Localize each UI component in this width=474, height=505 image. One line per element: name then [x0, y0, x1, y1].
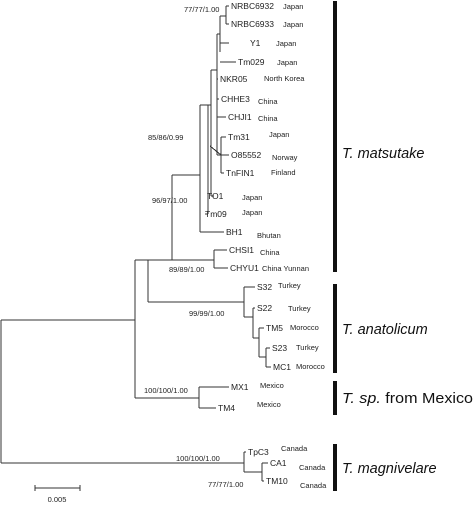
taxon-label: Tm31: [228, 132, 250, 142]
country-label: Morocco: [296, 362, 325, 371]
taxon-label: CHJI1: [228, 112, 252, 122]
country-label: North Korea: [264, 74, 305, 83]
country-label: Mexico: [257, 400, 281, 409]
taxon-label: TM4: [218, 403, 235, 413]
country-label: China: [258, 97, 278, 106]
clade-label-italic: T. sp.: [342, 391, 381, 407]
scale-bar: 0.005: [34, 485, 81, 504]
taxon-label: Tm09: [205, 209, 227, 219]
clade-label-matsutake: T. matsutake: [342, 146, 424, 162]
support-label: 100/100/1.00: [144, 386, 188, 395]
taxon-label: NKR05: [220, 74, 248, 84]
taxon-label: TnFIN1: [226, 168, 255, 178]
clade-labels: T. matsutake T. anatolicum T. sp. from M…: [342, 146, 473, 477]
scale-bar-label: 0.005: [48, 495, 67, 504]
support-label: 100/100/1.00: [176, 454, 220, 463]
taxon-label: TO1: [207, 191, 224, 201]
country-label: Japan: [276, 39, 296, 48]
taxon-label: Tm029: [238, 57, 265, 67]
taxon-label: CHYU1: [230, 263, 259, 273]
taxon-label: S32: [257, 282, 272, 292]
country-label: China: [258, 114, 278, 123]
clade-label-italic: T. matsutake: [342, 146, 424, 162]
taxon-label: TpC3: [248, 447, 269, 457]
country-label: Finland: [271, 168, 296, 177]
taxon-label: S23: [272, 343, 287, 353]
country-label: Canada: [300, 481, 327, 490]
country-labels: Japan Japan Japan Japan North Korea Chin…: [242, 2, 327, 490]
country-label: Canada: [281, 444, 308, 453]
support-label: 85/86/0.99: [148, 133, 183, 142]
taxon-label: TM10: [266, 476, 288, 486]
taxon-label: MC1: [273, 362, 291, 372]
clade-label-magnivelare: T. magnivelare: [342, 461, 437, 477]
country-label: Canada: [299, 463, 326, 472]
support-label: 77/77/1.00: [184, 5, 219, 14]
taxon-labels: NRBC6932 NRBC6933 Y1 Tm029 NKR05 CHHE3 C…: [205, 1, 291, 486]
taxon-label: NRBC6932: [231, 1, 274, 11]
taxon-label: O85552: [231, 150, 262, 160]
country-label: Turkey: [278, 281, 301, 290]
support-label: 89/89/1.00: [169, 265, 204, 274]
clade-bar-mexico: [333, 381, 337, 415]
clade-bar-matsutake: [333, 1, 337, 272]
taxon-label: S22: [257, 303, 272, 313]
taxon-label: NRBC6933: [231, 19, 274, 29]
country-label: Japan: [283, 20, 303, 29]
country-label: Japan: [277, 58, 297, 67]
taxon-label: CHHE3: [221, 94, 250, 104]
taxon-label: BH1: [226, 227, 243, 237]
clade-label-italic: T. magnivelare: [342, 461, 437, 477]
taxon-label: CA1: [270, 458, 287, 468]
clade-label-anatolicum: T. anatolicum: [342, 322, 428, 338]
taxon-label: CHSI1: [229, 245, 254, 255]
clade-label-mexico: T. sp. from Mexico: [342, 391, 473, 407]
taxon-label: MX1: [231, 382, 249, 392]
country-label: Bhutan: [257, 231, 281, 240]
support-label: 77/77/1.00: [208, 480, 243, 489]
clade-label-italic: T. anatolicum: [342, 322, 428, 338]
clade-bar-magnivelare: [333, 444, 337, 491]
clade-bar-anatolicum: [333, 284, 337, 373]
country-label: Japan: [242, 193, 262, 202]
scale-bar-line: [34, 485, 81, 491]
country-label: China Yunnan: [262, 264, 309, 273]
country-label: Japan: [242, 208, 262, 217]
country-label: Morocco: [290, 323, 319, 332]
tree-branches: [0, 5, 271, 482]
country-label: China: [260, 248, 280, 257]
taxon-label: TM5: [266, 323, 283, 333]
branch-support-leader: [209, 145, 222, 156]
taxon-label: Y1: [250, 38, 261, 48]
clade-bars: [333, 1, 337, 491]
clade-label-plain: from Mexico: [381, 391, 473, 407]
support-label: 99/99/1.00: [189, 309, 224, 318]
support-values: 77/77/1.00 85/86/0.99 96/97/1.00 89/89/1…: [144, 5, 243, 489]
country-label: Mexico: [260, 381, 284, 390]
country-label: Turkey: [288, 304, 311, 313]
support-label: 96/97/1.00: [152, 196, 187, 205]
country-label: Turkey: [296, 343, 319, 352]
country-label: Norway: [272, 153, 298, 162]
country-label: Japan: [269, 130, 289, 139]
country-label: Japan: [283, 2, 303, 11]
